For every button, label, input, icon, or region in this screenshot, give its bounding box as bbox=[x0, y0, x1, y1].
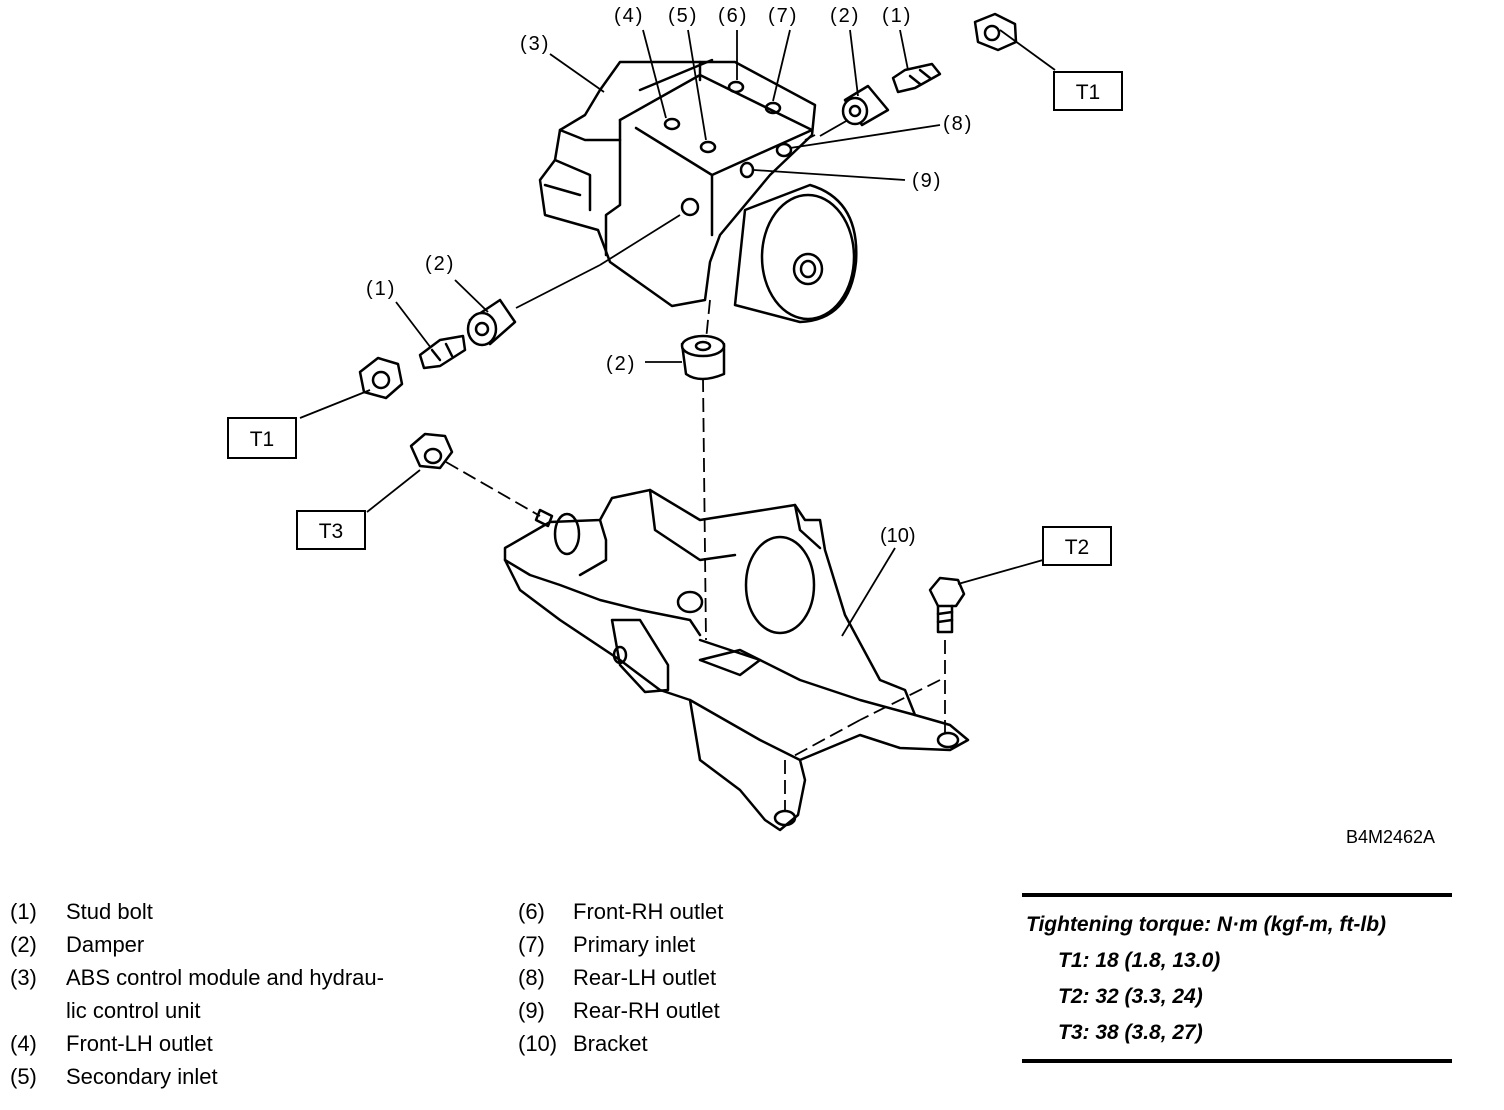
legend-item: (8) Rear-LH outlet bbox=[518, 961, 818, 994]
legend-number: (9) bbox=[518, 998, 545, 1023]
callout-1-top: (1) bbox=[882, 5, 912, 27]
bracket bbox=[503, 488, 970, 832]
torque-box-t2-label: T2 bbox=[1065, 536, 1090, 559]
torque-box-t1-right: T1 bbox=[1053, 71, 1123, 111]
stud-bolt-top-right bbox=[891, 62, 942, 94]
legend-text: Secondary inlet bbox=[66, 1064, 218, 1089]
legend-left: (1) Stud bolt (2) Damper (3) ABS control mo… bbox=[10, 895, 440, 1093]
legend-item: (4) Front-LH outlet bbox=[10, 1027, 440, 1060]
legend-item: (7) Primary inlet bbox=[518, 928, 818, 961]
torque-box-t1-left-label: T1 bbox=[250, 428, 275, 451]
legend-text: Front-RH outlet bbox=[573, 899, 724, 924]
legend-number: (7) bbox=[518, 932, 545, 957]
torque-specs-table: Tightening torque: N·m (kgf-m, ft-lb) T1… bbox=[1022, 893, 1452, 1063]
torque-box-t1-left: T1 bbox=[227, 417, 297, 459]
legend-number: (4) bbox=[10, 1031, 37, 1056]
abs-hydraulic-unit bbox=[538, 58, 817, 308]
torque-t2: T2: 32 (3.3, 24) bbox=[1058, 985, 1203, 1008]
legend-item: (10) Bracket bbox=[518, 1027, 818, 1060]
nut-top-right bbox=[973, 12, 1018, 52]
callout-4: (4) bbox=[614, 5, 644, 27]
legend-text: Front-LH outlet bbox=[66, 1031, 213, 1056]
legend-number: (10) bbox=[518, 1031, 558, 1056]
callout-6: (6) bbox=[718, 5, 748, 27]
legend-text: Rear-LH outlet bbox=[573, 965, 717, 990]
legend-number: (5) bbox=[10, 1064, 37, 1089]
torque-t1: T1: 18 (1.8, 13.0) bbox=[1058, 949, 1221, 972]
torque-heading: Tightening torque: N·m (kgf-m, ft-lb) bbox=[1026, 913, 1387, 936]
callout-5: (5) bbox=[668, 5, 698, 27]
alignment-lines bbox=[445, 299, 946, 812]
abs-unit-exploded-diagram: (4) (5) (6) (7) (2) (1) (3) (8) (9) (2) … bbox=[227, 5, 1123, 832]
callout-10: (10) bbox=[880, 525, 916, 547]
legend-item: (6) Front-RH outlet bbox=[518, 895, 818, 928]
legend-number: (1) bbox=[10, 899, 37, 924]
callout-9: (9) bbox=[912, 170, 942, 192]
torque-box-t1-right-label: T1 bbox=[1076, 81, 1101, 104]
callout-8: (8) bbox=[943, 113, 973, 135]
torque-t3: T3: 38 (3.8, 27) bbox=[1058, 1021, 1203, 1044]
damper-top-right bbox=[841, 84, 890, 127]
legend-text: Rear-RH outlet bbox=[573, 998, 720, 1023]
legend-text: Stud bolt bbox=[66, 899, 153, 924]
legend-text: ABS control module and hydrau- lic contr… bbox=[66, 965, 384, 1023]
damper-bottom bbox=[680, 334, 726, 381]
bolt-t2 bbox=[928, 576, 966, 634]
figure-code: B4M2462A bbox=[1346, 827, 1436, 847]
legend-item: (1) Stud bolt bbox=[10, 895, 440, 928]
legend-number: (6) bbox=[518, 899, 545, 924]
callout-2-top: (2) bbox=[830, 5, 860, 27]
legend-item: (5) Secondary inlet bbox=[10, 1060, 440, 1093]
legend-right: (6) Front-RH outlet (7) Primary inlet (8) R… bbox=[518, 895, 818, 1060]
torque-box-t2: T2 bbox=[1042, 526, 1112, 566]
stud-bolt-left bbox=[418, 334, 467, 370]
legend-text: Primary inlet bbox=[573, 932, 696, 957]
damper-left bbox=[466, 298, 517, 347]
callout-3: (3) bbox=[520, 33, 550, 55]
pump-motor bbox=[733, 183, 858, 324]
torque-box-t3-label: T3 bbox=[319, 520, 344, 543]
legend-number: (2) bbox=[10, 932, 37, 957]
legend-number: (8) bbox=[518, 965, 545, 990]
legend-item: (2) Damper bbox=[10, 928, 440, 961]
legend-item: (9) Rear-RH outlet bbox=[518, 994, 818, 1027]
nut-t3 bbox=[409, 432, 454, 470]
torque-box-t3: T3 bbox=[296, 510, 366, 550]
callout-7: (7) bbox=[768, 5, 798, 27]
legend-number: (3) bbox=[10, 965, 37, 990]
callout-2-mid: (2) bbox=[606, 353, 636, 375]
legend-text: Damper bbox=[66, 932, 145, 957]
legend-text: Bracket bbox=[573, 1031, 648, 1056]
leader-lines bbox=[299, 29, 1056, 637]
callout-1-left: (1) bbox=[366, 278, 396, 300]
legend-item: (3) ABS control module and hydrau- lic co… bbox=[10, 961, 440, 1027]
callout-2-left: (2) bbox=[425, 253, 455, 275]
